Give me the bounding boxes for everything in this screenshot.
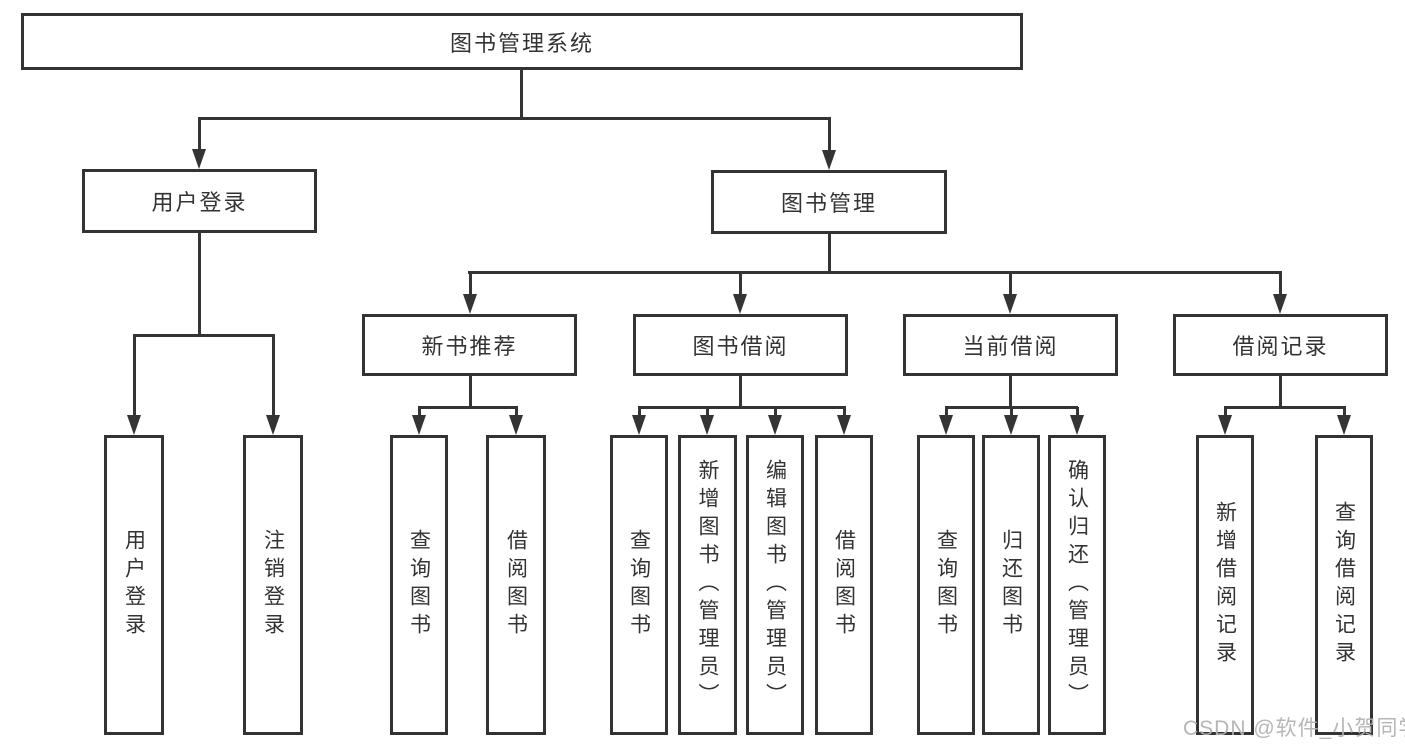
node-label: 图书管理: [780, 191, 877, 216]
connector-v-line: [468, 376, 472, 407]
leaf-confirm-return-admin: 确认归还（管理员）: [1048, 435, 1106, 735]
leaf-label: 注销登录: [261, 529, 285, 641]
leaf-logout: 注销登录: [243, 435, 303, 735]
connector-h-line: [133, 333, 275, 337]
leaf-query-borrow-record: 查询借阅记录: [1315, 435, 1373, 735]
node-user-login: 用户登录: [82, 169, 317, 233]
connector-arrow-shaft: [1008, 272, 1012, 294]
node-label: 新书推荐: [421, 334, 518, 359]
leaf-label: 查询借阅记录: [1332, 501, 1356, 669]
node-book-borrow: 图书借阅: [633, 314, 848, 376]
arrowhead-down-icon: [1273, 294, 1287, 314]
node-current-borrow: 当前借阅: [903, 314, 1118, 376]
arrowhead-down-icon: [463, 294, 477, 314]
connector-h-line: [638, 405, 846, 409]
arrowhead-down-icon: [192, 149, 206, 169]
arrowhead-down-icon: [1337, 415, 1351, 435]
connector-h-line: [1224, 405, 1346, 409]
connector-arrow-shaft: [1223, 407, 1227, 415]
node-label: 用户登录: [151, 190, 248, 215]
leaf-query-book-borrow: 查询图书: [610, 435, 668, 735]
leaf-label: 确认归还（管理员）: [1065, 459, 1089, 711]
node-label: 当前借阅: [962, 334, 1059, 359]
leaf-label: 查询图书: [934, 529, 958, 641]
connector-arrow-shaft: [271, 335, 275, 415]
connector-arrow-shaft: [1009, 407, 1013, 415]
arrowhead-down-icon: [632, 415, 646, 435]
node-label: 图书借阅: [692, 334, 789, 359]
connector-arrow-shaft: [197, 118, 201, 149]
connector-arrow-shaft: [1278, 272, 1282, 294]
node-book-management: 图书管理: [711, 170, 947, 234]
connector-arrow-shaft: [773, 407, 777, 415]
connector-arrow-shaft: [705, 407, 709, 415]
leaf-label: 查询图书: [627, 529, 651, 641]
csdn-watermark: CSDN @软件_小贺同学: [1183, 717, 1405, 740]
leaf-label: 编辑图书（管理员）: [763, 459, 787, 711]
arrowhead-down-icon: [1004, 415, 1018, 435]
arrowhead-down-icon: [412, 415, 426, 435]
arrowhead-down-icon: [939, 415, 953, 435]
connector-arrow-shaft: [1075, 407, 1079, 415]
connector-h-line: [468, 270, 1282, 274]
leaf-query-book-recommend: 查询图书: [390, 435, 448, 735]
connector-arrow-shaft: [417, 407, 421, 415]
leaf-label: 借阅图书: [832, 529, 856, 641]
arrowhead-down-icon: [733, 294, 747, 314]
connector-arrow-shaft: [514, 407, 518, 415]
connector-v-line: [1278, 376, 1282, 407]
connector-h-line: [198, 116, 831, 120]
connector-arrow-shaft: [637, 407, 641, 415]
arrowhead-down-icon: [1218, 415, 1232, 435]
node-new-book-recommend: 新书推荐: [362, 314, 577, 376]
arrowhead-down-icon: [768, 415, 782, 435]
leaf-label: 新增图书（管理员）: [696, 459, 719, 711]
node-label: 借阅记录: [1232, 334, 1329, 359]
leaf-add-book-admin: 新增图书（管理员）: [678, 435, 737, 735]
leaf-user-login: 用户登录: [104, 435, 164, 735]
connector-arrow-shaft: [468, 272, 472, 294]
leaf-label: 新增借阅记录: [1213, 501, 1237, 669]
arrowhead-down-icon: [837, 415, 851, 435]
leaf-label: 用户登录: [122, 529, 146, 641]
leaf-borrow-book-recommend: 借阅图书: [486, 435, 546, 735]
arrowhead-down-icon: [127, 415, 141, 435]
leaf-label: 借阅图书: [504, 529, 528, 641]
connector-arrow-shaft: [1342, 407, 1346, 415]
connector-v-line: [1008, 376, 1012, 407]
leaf-query-book-current: 查询图书: [917, 435, 975, 735]
leaf-label: 归还图书: [999, 529, 1023, 641]
connector-v-line: [738, 376, 742, 407]
leaf-add-borrow-record: 新增借阅记录: [1196, 435, 1254, 735]
leaf-edit-book-admin: 编辑图书（管理员）: [746, 435, 804, 735]
connector-arrow-shaft: [132, 335, 136, 415]
connector-v-line: [827, 234, 831, 272]
arrowhead-down-icon: [822, 150, 836, 170]
arrowhead-down-icon: [509, 415, 523, 435]
leaf-label: 查询图书: [407, 529, 431, 641]
leaf-borrow-book: 借阅图书: [815, 435, 873, 735]
connector-v-line: [519, 68, 523, 118]
connector-arrow-shaft: [944, 407, 948, 415]
connector-arrow-shaft: [827, 118, 831, 150]
arrowhead-down-icon: [1003, 294, 1017, 314]
arrowhead-down-icon: [266, 415, 280, 435]
node-library-system: 图书管理系统: [21, 13, 1023, 70]
connector-arrow-shaft: [738, 272, 742, 294]
connector-h-line: [418, 405, 518, 409]
connector-v-line: [197, 233, 201, 335]
leaf-return-book: 归还图书: [982, 435, 1040, 735]
connector-arrow-shaft: [842, 407, 846, 415]
node-borrow-records: 借阅记录: [1173, 314, 1388, 376]
node-label: 图书管理系统: [449, 30, 594, 56]
arrowhead-down-icon: [1070, 415, 1084, 435]
arrowhead-down-icon: [700, 415, 714, 435]
